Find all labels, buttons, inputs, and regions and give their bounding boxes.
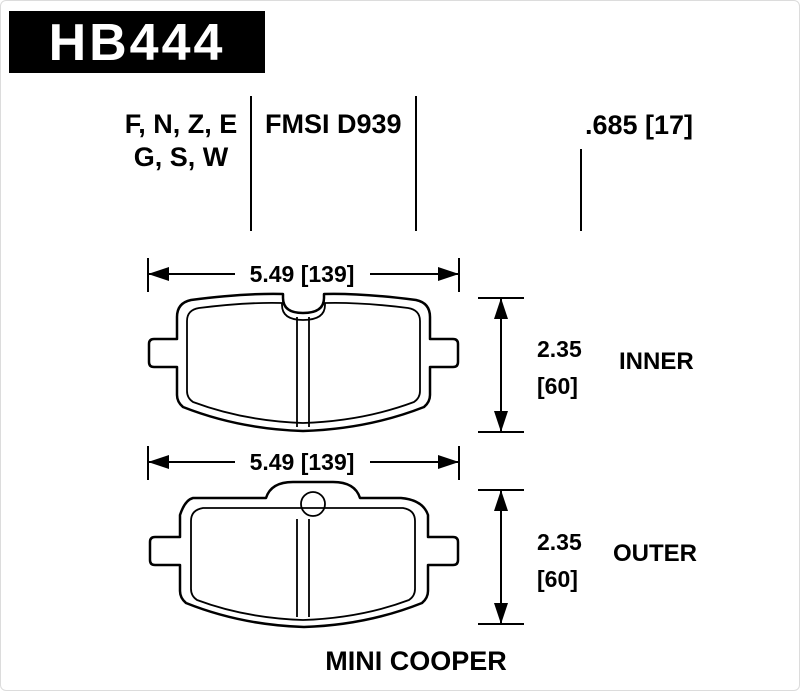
- outer-pad-center-slot: [296, 519, 310, 617]
- inner-height-dimension-text-mm: [60]: [537, 373, 578, 399]
- outer-pad-friction-outline: [190, 507, 416, 621]
- outer-height-arrow-up-icon: [494, 490, 508, 511]
- outer-width-dimension-text: 5.49 [139]: [250, 449, 355, 475]
- inner-width-dimension-text: 5.49 [139]: [250, 261, 355, 287]
- inner-height-arrow-up-icon: [494, 298, 508, 319]
- part-number-text: HB444: [49, 14, 226, 72]
- outer-height-dimension-text-mm: [60]: [537, 566, 578, 592]
- compound-codes-line1: F, N, Z, E: [125, 109, 238, 139]
- outer-pad-view: 5.49 [139] 2.35 [60] OUTER: [147, 446, 697, 629]
- part-number-plate: [9, 11, 265, 73]
- inner-pad-outline: [147, 292, 460, 433]
- outer-width-arrow-right-icon: [438, 455, 459, 469]
- outer-view-label: OUTER: [613, 540, 697, 567]
- inner-height-arrow-down-icon: [494, 411, 508, 432]
- inner-width-arrow-left-icon: [148, 267, 169, 281]
- header-section: HB444 F, N, Z, E G, S, W FMSI D939 .685 …: [9, 11, 693, 231]
- inner-pad-view: 5.49 [139] 2.35 [60] INNER: [147, 258, 694, 433]
- outer-pad-outline: [148, 480, 460, 629]
- fmsi-text: FMSI D939: [265, 109, 402, 139]
- outer-pad-hole: [300, 491, 326, 517]
- thickness-text: .685 [17]: [585, 110, 693, 140]
- vehicle-name: MINI COOPER: [325, 646, 507, 676]
- outer-height-arrow-down-icon: [494, 603, 508, 624]
- inner-pad-center-slot: [296, 317, 310, 427]
- compound-codes-line2: G, S, W: [134, 142, 229, 172]
- inner-height-dimension-text-in: 2.35: [537, 336, 582, 362]
- outer-width-arrow-left-icon: [148, 455, 169, 469]
- inner-width-arrow-right-icon: [438, 267, 459, 281]
- inner-pad-friction-outline: [186, 301, 421, 424]
- inner-view-label: INNER: [619, 348, 694, 375]
- outer-height-dimension-text-in: 2.35: [537, 529, 582, 555]
